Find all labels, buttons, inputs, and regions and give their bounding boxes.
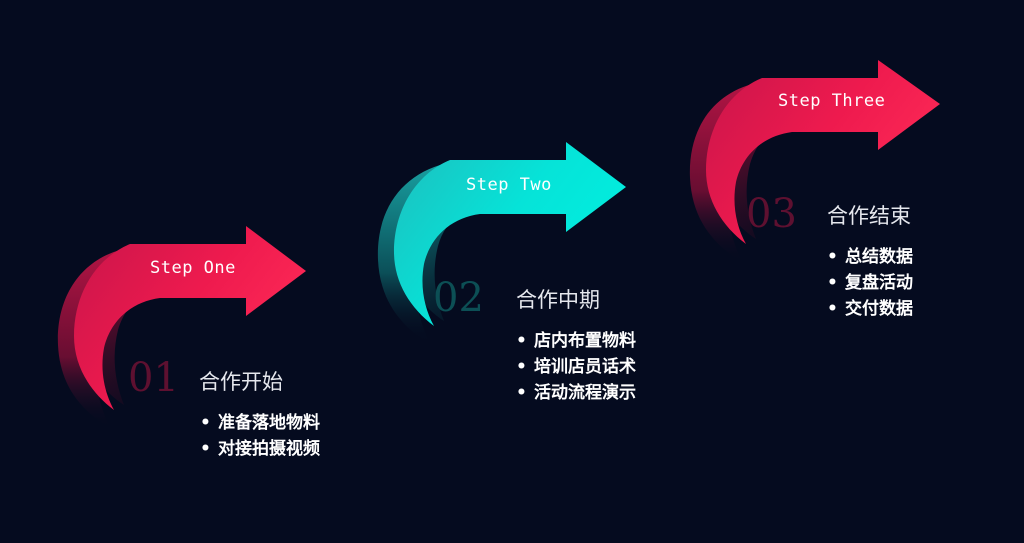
step-two-number: 02 [433, 275, 484, 321]
arrow-step-one [57, 226, 306, 428]
step-three-list: 总结数据 复盘活动 交付数据 [827, 244, 913, 322]
list-item: 总结数据 [827, 244, 913, 270]
step-three-title: 合作结束 [827, 204, 911, 228]
list-item: 准备落地物料 [200, 410, 320, 436]
list-item: 交付数据 [827, 296, 913, 322]
arrow-step-three [689, 60, 940, 262]
step-two-label: Step Two [466, 175, 552, 195]
list-item: 培训店员话术 [516, 354, 636, 380]
step-one-number: 01 [128, 355, 179, 401]
list-item: 复盘活动 [827, 270, 913, 296]
arrow-step-two [377, 142, 626, 344]
list-item: 活动流程演示 [516, 380, 636, 406]
step-three-label: Step Three [778, 91, 886, 111]
step-two-title: 合作中期 [516, 288, 600, 312]
list-item: 店内布置物料 [516, 328, 636, 354]
list-item: 对接拍摄视频 [200, 436, 320, 462]
step-one-label: Step One [150, 258, 236, 278]
step-three-number: 03 [746, 191, 797, 237]
step-one-title: 合作开始 [199, 370, 283, 394]
step-one-list: 准备落地物料 对接拍摄视频 [200, 410, 320, 462]
step-two-list: 店内布置物料 培训店员话术 活动流程演示 [516, 328, 636, 406]
